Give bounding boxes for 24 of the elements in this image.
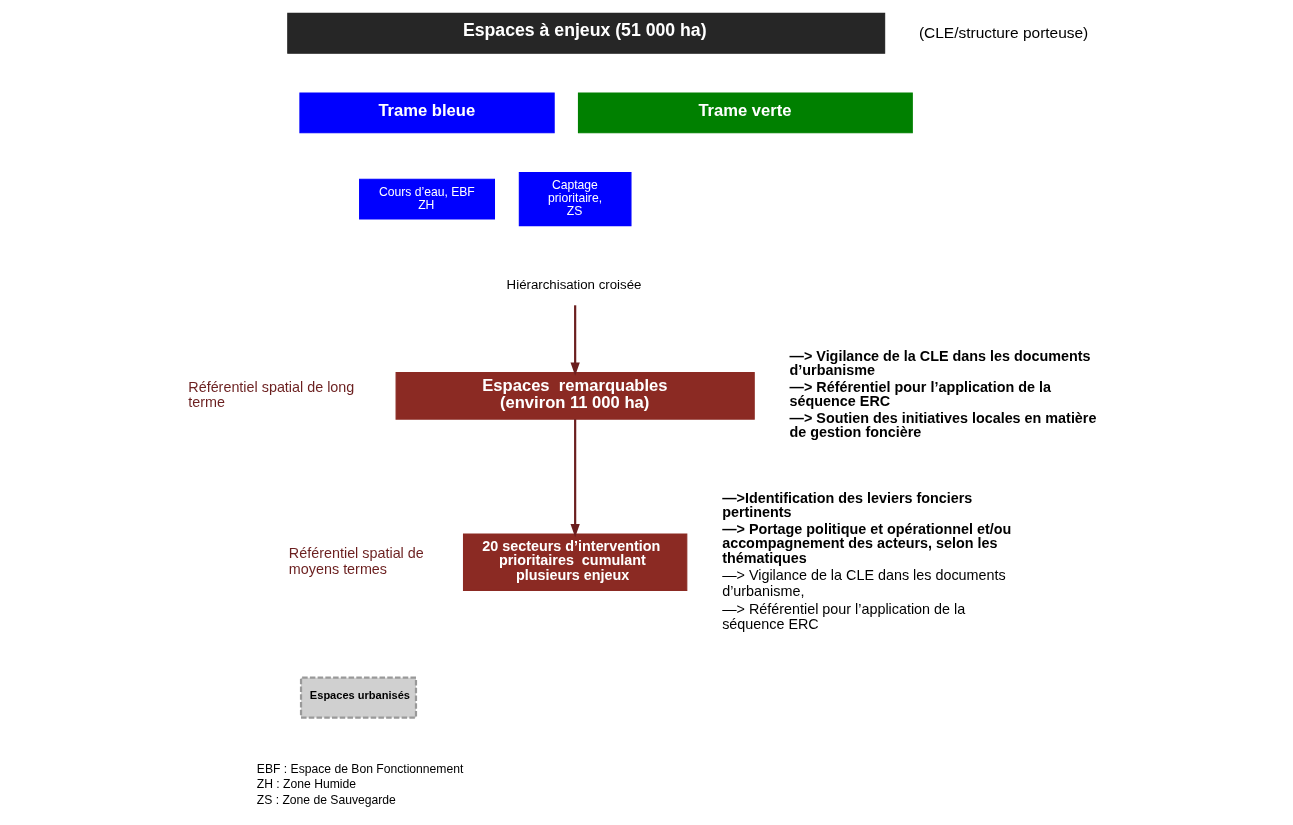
label: —> Vigilance de la CLE dans les documents d’urbanisme, xyxy=(721,566,1006,599)
legend-label: Espaces urbanisés xyxy=(309,688,410,701)
label: EBF : Espace de Bon Fonctionnement xyxy=(256,761,463,776)
label: (CLE/structure porteuse) xyxy=(918,23,1088,41)
label: Référentiel spatial de moyens termes xyxy=(288,544,424,577)
node-box: 20 secteurs d’intervention prioritaires cumulant plusieurs enjeux xyxy=(462,532,687,591)
node-box: Trame verte xyxy=(577,91,913,133)
node-box: Cours d’eau, EBF ZH xyxy=(358,178,495,220)
node-box: Espaces à enjeux (51 000 ha) xyxy=(286,12,885,54)
node-box: Captage prioritaire, ZS xyxy=(518,171,632,226)
label: —> Portage politique et opérationnel et/ou accompagnement des acteurs, selon les thématiques xyxy=(721,520,1011,566)
label: —> Soutien des initiatives locales en matière de gestion foncière xyxy=(789,409,1096,440)
label: —> Référentiel pour l’application de la séquence ERC xyxy=(789,378,1051,409)
node-box: Espaces remarquables (environ 11 000 ha) xyxy=(395,371,755,420)
label: ZH : Zone Humide xyxy=(256,776,356,791)
label: —> Vigilance de la CLE dans les documents d’urbanisme xyxy=(789,347,1091,378)
node-box: Trame bleue xyxy=(298,91,555,133)
label: —>Identification des leviers fonciers pertinents xyxy=(721,489,972,520)
node-text: Hiérarchisation croisée xyxy=(506,276,641,292)
arrow xyxy=(570,304,580,376)
label: Référentiel spatial de long terme xyxy=(187,378,354,410)
arrow xyxy=(570,418,580,537)
label: ZS : Zone de Sauvegarde xyxy=(256,792,396,807)
label: —> Référentiel pour l’application de la séquence ERC xyxy=(721,600,965,632)
